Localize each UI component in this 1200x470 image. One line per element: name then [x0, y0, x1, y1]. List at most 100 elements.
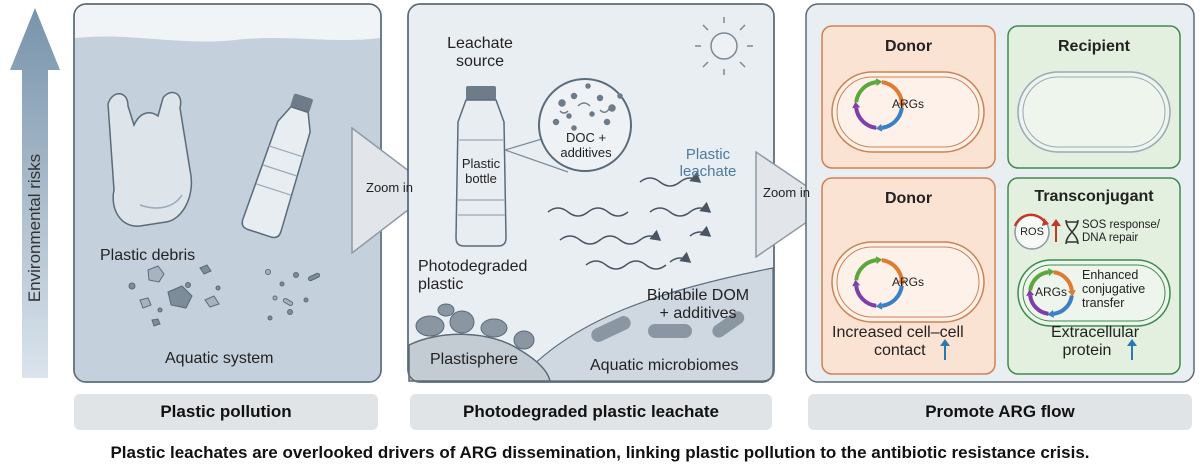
- plasmid-icon-donor-top-arrowhead: [852, 101, 861, 109]
- leachate-bottle-icon: [455, 86, 507, 247]
- plasmid-icon-transconjugant-arrowhead: [1026, 289, 1035, 296]
- footer-photodegraded-leachate: Photodegraded plastic leachate: [462, 402, 719, 421]
- sos-line-1: SOS response/: [1082, 219, 1160, 231]
- doc-line-1: DOC +: [565, 130, 607, 145]
- magnifier-icon: [504, 78, 632, 173]
- panel-arg-flow: [805, 3, 1195, 383]
- plasmid-icon-donor-top-arrowhead: [875, 78, 883, 87]
- plasmid-icon-transconjugant-segment: [1053, 295, 1074, 316]
- plastic-leachate-line-1: Plastic: [685, 146, 731, 163]
- plastic-leachate-line-2: leachate: [679, 163, 737, 181]
- footer-box-2: [410, 394, 772, 430]
- zoom-in-label-1: Zoom in: [366, 180, 413, 195]
- leachate-source-line-2: source: [455, 53, 505, 71]
- leachate-flow-waves: [547, 171, 712, 270]
- zoom-in-arrow-1: [351, 126, 436, 255]
- plasmid-icon-transconjugant-segment: [1028, 270, 1049, 291]
- plasmid-icon-donor-bottom: [852, 256, 906, 310]
- panel-plastic-pollution: [73, 3, 382, 383]
- args-label-donor-bottom: ARGs: [891, 275, 924, 289]
- zoom-in-arrow-2: [755, 150, 835, 259]
- donor-bottom-title: Donor: [884, 190, 933, 207]
- plastic-bottle-line-1: Plastic: [461, 156, 501, 171]
- biolabile-line-1: Biolabile DOM: [646, 287, 750, 304]
- enhanced-transfer-label: Enhanced conjugative transfer: [1082, 268, 1145, 310]
- plasmid-icon-donor-top-segment: [881, 80, 904, 103]
- args-label-transconjugant: ARGs: [1034, 285, 1067, 299]
- photodegraded-line-1: Photodegraded: [418, 258, 528, 275]
- aquatic-system-label: Aquatic system: [165, 350, 274, 367]
- plastic-bottle-line-2: bottle: [465, 170, 497, 186]
- sos-response-label: SOS response/ DNA repair: [1082, 219, 1160, 245]
- plasmid-icon-transconjugant-arrowhead: [1047, 309, 1054, 318]
- plasmid-icon-transconjugant-arrowhead: [1048, 268, 1055, 277]
- environmental-risks-text: Environmental risks: [25, 153, 45, 303]
- plasmid-icon-donor-bottom-arrowhead: [875, 301, 883, 310]
- increase-arrow-icon-blue-2: [1127, 339, 1137, 360]
- plasmid-icon-donor-top-segment: [881, 107, 904, 130]
- figure-caption: Plastic leachates are overlooked drivers…: [110, 443, 1090, 462]
- plastisphere-microbes: [415, 303, 535, 350]
- plasmid-icon-donor-bottom-segment: [881, 258, 904, 281]
- enhanced-line-2: conjugative: [1082, 282, 1146, 296]
- biolabile-line-2: + additives: [659, 305, 737, 323]
- leachate-source-line-1: Leachate: [447, 35, 513, 52]
- enhanced-line-3: transfer: [1082, 296, 1125, 310]
- plastic-fragments: [128, 264, 321, 327]
- sun-icon: [695, 17, 753, 75]
- plastic-leachate-label: Plastic leachate: [672, 146, 744, 181]
- plasmid-icon-donor-top-arrowhead: [875, 123, 883, 132]
- photodegraded-plastic-label: Photodegraded plastic: [418, 258, 527, 295]
- plastic-bottle-icon: [241, 93, 313, 239]
- plasmid-icon-donor-bottom-arrowhead: [897, 279, 906, 287]
- plasmid-icon-donor-top: [852, 78, 906, 132]
- footer-box-1: [74, 394, 378, 430]
- doc-additives-label: DOC + additives: [550, 130, 622, 161]
- plasmid-icon-donor-top-segment: [854, 107, 877, 130]
- increased-contact-note: Increased cell–cell contact: [832, 324, 964, 361]
- plasmid-icon-transconjugant-arrowhead: [1067, 290, 1076, 297]
- plastic-bottle-label: Plastic bottle: [452, 156, 510, 187]
- plasmid-icon-donor-top-segment: [854, 80, 877, 103]
- aquatic-microbiomes-label: Aquatic microbiomes: [590, 357, 739, 374]
- increase-arrow-icon-blue-1: [940, 339, 950, 360]
- plasmid-icon-transconjugant: [1026, 268, 1076, 318]
- extracellular-protein-note: Extracellular protein: [1040, 324, 1150, 361]
- donor-top-title: Donor: [884, 38, 933, 55]
- plasmid-icon-donor-bottom-segment: [881, 285, 904, 308]
- environmental-risks-label: Environmental risks: [25, 154, 45, 302]
- plasmid-icon-transconjugant-segment: [1053, 270, 1074, 291]
- leachate-source-label: Leachate source: [440, 35, 520, 72]
- increase-arrow-icon: [1051, 219, 1061, 242]
- doc-line-2: additives: [560, 144, 612, 160]
- biolabile-dom-label: Biolabile DOM + additives: [638, 287, 758, 324]
- footer-plastic-pollution: Plastic pollution: [160, 402, 292, 421]
- enhanced-line-1: Enhanced: [1082, 268, 1139, 282]
- plasmid-icon-donor-bottom-segment: [854, 285, 877, 308]
- protein-line-2: protein: [1062, 342, 1112, 360]
- plasmid-icon-donor-bottom-arrowhead: [875, 256, 883, 265]
- photodegraded-line-2: plastic: [418, 276, 464, 294]
- sos-line-2: DNA repair: [1082, 232, 1139, 245]
- ros-cycle-icon: [1013, 213, 1050, 250]
- dna-icon: [1065, 219, 1079, 245]
- args-label-donor-top: ARGs: [891, 97, 924, 111]
- plasmid-icon-donor-bottom-segment: [854, 258, 877, 281]
- footer-promote-arg-flow: Promote ARG flow: [925, 402, 1075, 421]
- protein-line-1: Extracellular: [1050, 324, 1140, 341]
- plasmid-icon-donor-top-arrowhead: [897, 101, 906, 109]
- panel-photodegraded-leachate: [407, 3, 775, 383]
- footer-box-3: [808, 394, 1192, 430]
- environmental-risk-arrow: [10, 8, 60, 378]
- contact-line-2: contact: [874, 342, 926, 360]
- ros-label: ROS: [1020, 226, 1044, 238]
- zoom-in-label-2: Zoom in: [763, 185, 810, 200]
- plastic-bag-icon: [107, 91, 193, 227]
- contact-line-1: Increased cell–cell: [832, 324, 964, 341]
- plasmid-icon-donor-bottom-arrowhead: [852, 279, 861, 287]
- plasmid-icon-transconjugant-segment: [1028, 295, 1049, 316]
- plastisphere-label: Plastisphere: [430, 351, 519, 368]
- microbes: [591, 311, 745, 342]
